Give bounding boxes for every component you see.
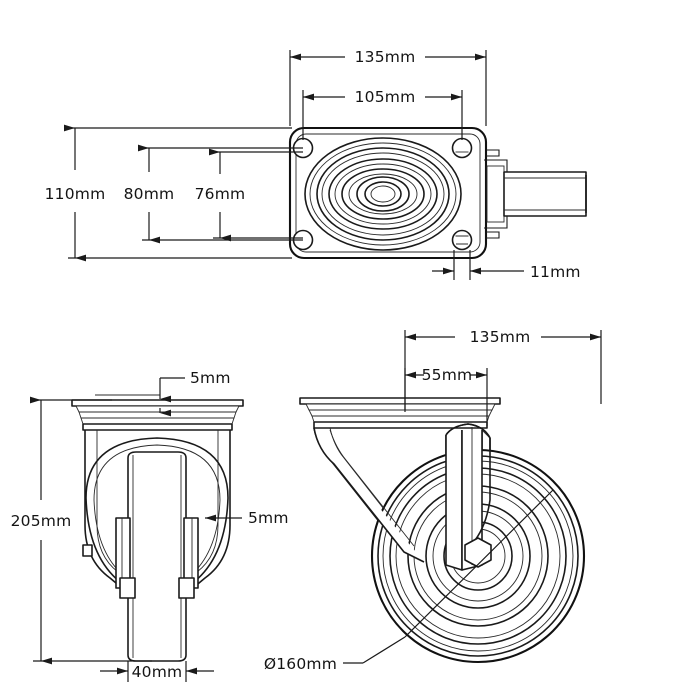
dim-label-bolt-spacing-y: 80mm xyxy=(124,185,175,203)
raceway-ring-7 xyxy=(341,168,425,220)
top-view-axle-assembly xyxy=(484,149,587,239)
bolt-hole-top-right xyxy=(451,137,473,159)
swivel-post-body xyxy=(445,430,463,571)
dim-label-hole-diameter: 11mm xyxy=(530,263,581,281)
raceway-ring-1 xyxy=(304,137,462,251)
dim-label-inner-span: 76mm xyxy=(195,185,246,203)
front-view: 205mm 5mm 5mm 40mm xyxy=(11,369,289,682)
front-swivel-housing xyxy=(82,423,233,431)
dim-diameter-leader-diagonal xyxy=(404,489,554,638)
dim-diameter-leader-kink xyxy=(362,636,406,664)
fork-arm-right-inner xyxy=(196,430,219,573)
raceway-ring-9 xyxy=(356,176,410,212)
dim-label-tread-offset: 5mm xyxy=(248,509,289,527)
hex-axle-nut xyxy=(464,537,492,568)
side-plate-top xyxy=(299,397,501,405)
dim-top-11mm: 11mm xyxy=(432,250,581,281)
dim-top-105mm: 105mm xyxy=(302,88,463,140)
raceway-hub-inner xyxy=(370,185,396,203)
dim-front-plate-thickness: 5mm xyxy=(159,369,231,417)
raceway-ring-3 xyxy=(316,147,450,241)
side-plate-step3 xyxy=(311,415,490,423)
axle-shaft xyxy=(503,171,587,217)
dim-side-55mm: 55mm xyxy=(404,366,488,426)
raceway-ring-8 xyxy=(348,173,418,215)
fork-yoke-right-sweep xyxy=(193,497,229,583)
dim-label-wheel-diameter: Ø160mm xyxy=(264,655,337,673)
side-swivel-housing xyxy=(313,421,488,429)
swivel-post-profile xyxy=(445,423,491,545)
dim-label-overall-height: 205mm xyxy=(11,512,72,530)
front-plate-step2 xyxy=(78,411,237,419)
raceway-ring-4 xyxy=(321,152,445,236)
front-plate-top xyxy=(71,399,244,407)
raceway-hub-outer xyxy=(364,181,402,207)
raceway-ring-5 xyxy=(328,158,438,230)
axle-nut-right xyxy=(178,577,195,599)
front-plate-step1 xyxy=(75,405,240,413)
dim-label-plate-width: 110mm xyxy=(45,185,106,203)
dim-front-205mm: 205mm xyxy=(11,396,152,665)
dim-label-plate-length: 135mm xyxy=(355,48,416,66)
fork-side-lug xyxy=(82,544,93,557)
dim-side-wheel-diameter: Ø160mm xyxy=(264,489,554,673)
dim-label-wheel-width: 40mm xyxy=(132,663,183,681)
fork-yoke-left-sweep xyxy=(85,497,121,583)
dim-top-110mm: 110mm xyxy=(45,124,292,262)
dim-top-80mm: 80mm xyxy=(124,144,303,244)
dim-label-bolt-spacing-x: 105mm xyxy=(355,88,416,106)
fork-leg-face xyxy=(313,427,425,563)
top-view: 135mm 105mm 110mm 80mm xyxy=(45,48,587,281)
bolt-hole-bottom-right xyxy=(451,229,473,251)
side-plate-step1 xyxy=(305,403,496,411)
dim-front-tread-offset: 5mm xyxy=(205,509,289,527)
dim-top-76mm: 76mm xyxy=(195,148,303,242)
fork-leg-face-inner xyxy=(329,429,415,547)
fork-arm-right-outer xyxy=(192,430,231,589)
bolt-hole-bottom-right-slot xyxy=(455,235,469,245)
fork-yoke-outer xyxy=(85,437,229,499)
axle-shaft-edge-lines xyxy=(504,177,586,211)
bracket-tab-lower xyxy=(486,231,500,239)
fork-yoke-inner xyxy=(93,444,221,501)
dim-front-40mm: 40mm xyxy=(100,661,214,682)
dim-label-plate-thickness: 5mm xyxy=(190,369,231,387)
wheel-tread-front xyxy=(127,451,187,662)
axle-nut-left xyxy=(119,577,136,599)
raceway-ring-2 xyxy=(309,142,457,246)
top-view-plate-inner-edge xyxy=(295,133,481,253)
side-plate-step2 xyxy=(308,409,493,417)
raceway-ring-6 xyxy=(334,163,432,225)
bracket-inner-face xyxy=(486,165,505,223)
dim-top-135mm: 135mm xyxy=(289,48,487,126)
bracket-tab-upper xyxy=(486,149,500,157)
dim-label-side-plate-length: 135mm xyxy=(470,328,531,346)
hub-center-lines xyxy=(121,518,193,588)
dim-label-swivel-offset: 55mm xyxy=(422,366,473,384)
front-plate-step3 xyxy=(80,417,235,425)
side-view: 135mm 55mm Ø160mm xyxy=(264,328,602,673)
